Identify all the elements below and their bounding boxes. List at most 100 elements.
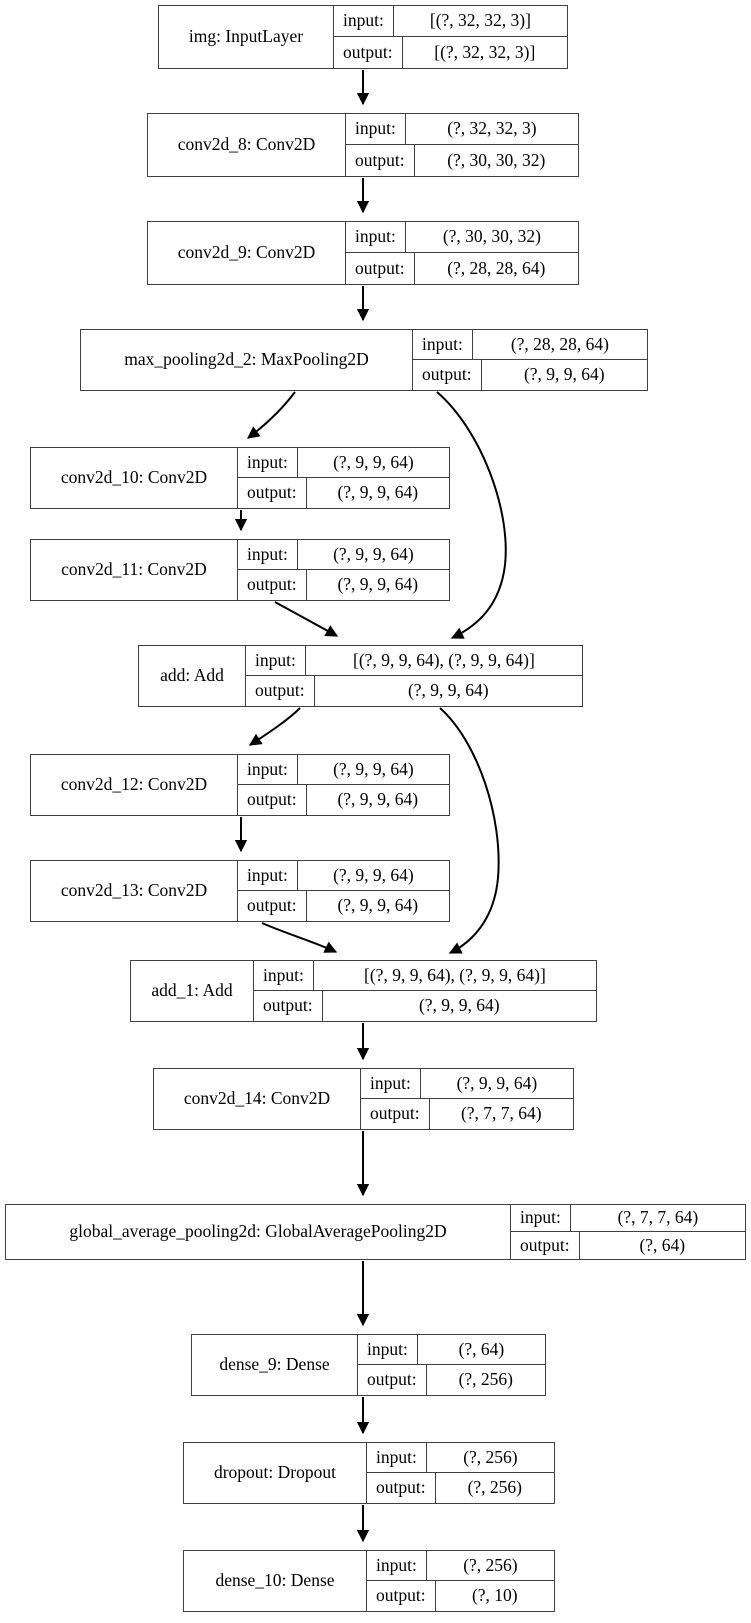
layer-node-io-table: input:(?, 32, 32, 3)output:(?, 30, 30, 3… xyxy=(345,114,578,176)
io-value-input: (?, 256) xyxy=(463,1554,518,1575)
io-row-input: input:(?, 28, 28, 64) xyxy=(413,330,647,360)
io-row-output: output:(?, 28, 28, 64) xyxy=(346,253,578,284)
layer-node-title: conv2d_8: Conv2D xyxy=(177,134,316,155)
io-label-input: input: xyxy=(413,330,473,359)
layer-node-title: dense_9: Dense xyxy=(219,1354,330,1375)
io-label-input: input: xyxy=(246,646,306,675)
io-value-output: (?, 256) xyxy=(467,1477,523,1498)
io-value-output: (?, 9, 9, 64) xyxy=(337,574,419,595)
io-value-output: (?, 9, 9, 64) xyxy=(337,482,419,503)
io-row-input: input: (?, 256) xyxy=(367,1443,554,1473)
layer-node-title: max_pooling2d_2: MaxPooling2D xyxy=(124,349,369,370)
io-row-output: output:(?, 9, 9, 64) xyxy=(238,785,449,815)
layer-node-max_pooling2d_2[interactable]: max_pooling2d_2: MaxPooling2D input:(?, 2… xyxy=(80,329,648,391)
io-row-output: output:(?, 64) xyxy=(511,1232,745,1259)
io-row-input: input: (?, 9, 9, 64) xyxy=(238,540,449,570)
edge-conv2d_11-to-add xyxy=(274,601,339,637)
io-value-output: (?, 10) xyxy=(471,1585,518,1606)
layer-node-title: conv2d_10: Conv2D xyxy=(60,467,208,488)
io-row-output: output: (?, 9, 9, 64) xyxy=(246,676,582,706)
io-label-input: input: xyxy=(238,540,298,569)
io-value-input: (?, 256) xyxy=(463,1446,518,1467)
io-label-input: input: xyxy=(238,861,298,890)
io-row-output: output: (?, 9, 9, 64) xyxy=(238,570,449,600)
io-row-output: output:(?, 256) xyxy=(358,1365,545,1395)
layer-node-title: img: InputLayer xyxy=(188,26,304,47)
layer-node-title: conv2d_12: Conv2D xyxy=(60,774,208,795)
io-label-output: output: xyxy=(367,1473,436,1503)
io-label-input: input: xyxy=(367,1443,427,1472)
io-row-input: input:(?, 9, 9, 64) xyxy=(238,448,449,478)
io-value-input: (?, 30, 30, 32) xyxy=(442,226,542,247)
layer-node-io-table: input: (?, 256) output: (?, 10) xyxy=(366,1551,554,1611)
layer-node-io-table: input: (?, 7, 7, 64) output:(?, 64) xyxy=(510,1205,745,1259)
io-value-output: [(?, 32, 32, 3)] xyxy=(434,41,536,62)
layer-node-io-table: input:[(?, 9, 9, 64), (?, 9, 9, 64)]outp… xyxy=(253,961,596,1021)
layer-node-io-table: input: (?, 9, 9, 64)output:(?, 9, 9, 64) xyxy=(237,861,449,921)
io-label-output: output: xyxy=(346,145,415,176)
io-label-input: input: xyxy=(238,448,298,477)
io-value-input: (?, 9, 9, 64) xyxy=(456,1072,538,1093)
io-label-input: input: xyxy=(511,1205,571,1231)
layer-node-title: add: Add xyxy=(160,665,224,686)
io-label-input: input: xyxy=(346,114,406,144)
io-label-output: output: xyxy=(361,1099,430,1129)
io-label-output: output: xyxy=(246,676,315,706)
layer-node-io-table: input:[(?, 32, 32, 3)]output: [(?, 32, 32… xyxy=(333,6,567,68)
io-row-input: input:[(?, 32, 32, 3)] xyxy=(334,6,567,37)
layer-node-io-table: input:(?, 30, 30, 32)output:(?, 28, 28, … xyxy=(345,222,578,284)
io-value-input: (?, 7, 7, 64) xyxy=(617,1207,699,1228)
io-label-input: input: xyxy=(367,1551,427,1580)
layer-node-global_average_pooling2d[interactable]: global_average_pooling2d: GlobalAverageP… xyxy=(5,1204,746,1260)
io-row-output: output:(?, 9, 9, 64) xyxy=(238,891,449,921)
layer-node-title: add_1: Add xyxy=(151,980,233,1001)
layer-node-conv2d_8[interactable]: conv2d_8: Conv2D input:(?, 32, 32, 3)outp… xyxy=(147,113,579,177)
io-value-output: (?, 9, 9, 64) xyxy=(337,895,419,916)
io-value-output: (?, 9, 9, 64) xyxy=(418,995,500,1016)
io-value-input: (?, 9, 9, 64) xyxy=(333,758,414,779)
io-row-input: input:[(?, 9, 9, 64), (?, 9, 9, 64)] xyxy=(254,961,596,991)
io-row-output: output:(?, 9, 9, 64) xyxy=(413,360,647,390)
io-value-input: [(?, 32, 32, 3)] xyxy=(429,10,531,31)
io-row-output: output: [(?, 32, 32, 3)] xyxy=(334,37,567,68)
layer-node-io-table: input:(?, 28, 28, 64)output:(?, 9, 9, 64… xyxy=(412,330,647,390)
layer-node-title: global_average_pooling2d: GlobalAverageP… xyxy=(69,1221,447,1242)
layer-node-conv2d_9[interactable]: conv2d_9: Conv2D input:(?, 30, 30, 32)out… xyxy=(147,221,579,285)
io-label-output: output: xyxy=(238,570,307,600)
io-row-output: output: (?, 256) xyxy=(367,1473,554,1503)
layer-node-io-table: input:(?, 9, 9, 64)output:(?, 7, 7, 64) xyxy=(360,1069,573,1129)
edge-conv2d_13-to-add_1 xyxy=(261,922,338,953)
io-label-input: input: xyxy=(358,1335,418,1364)
io-label-output: output: xyxy=(238,785,307,815)
io-value-output: (?, 64) xyxy=(639,1234,686,1255)
layer-node-title: conv2d_14: Conv2D xyxy=(183,1088,331,1109)
io-row-input: input: (?, 256) xyxy=(367,1551,554,1581)
io-label-output: output: xyxy=(367,1581,436,1611)
io-row-input: input:(?, 30, 30, 32) xyxy=(346,222,578,253)
layer-node-img[interactable]: img: InputLayer input:[(?, 32, 32, 3)]out… xyxy=(158,5,568,69)
layer-node-io-table: input: (?, 9, 9, 64) output: (?, 9, 9, 64) xyxy=(237,540,449,600)
io-row-output: output:(?, 9, 9, 64) xyxy=(254,991,596,1021)
layer-node-add_1[interactable]: add_1: Add input:[(?, 9, 9, 64), (?, 9, 9… xyxy=(130,960,597,1022)
io-value-output: (?, 9, 9, 64) xyxy=(407,680,489,701)
layer-node-io-table: input: (?, 256) output: (?, 256) xyxy=(366,1443,554,1503)
layer-node-conv2d_14[interactable]: conv2d_14: Conv2D input: (?, 9, 9, 64) outp… xyxy=(153,1068,574,1130)
io-value-input: (?, 9, 9, 64) xyxy=(333,543,414,564)
io-row-output: output: (?, 30, 30, 32) xyxy=(346,145,578,176)
io-label-input: input: xyxy=(254,961,314,990)
io-label-output: output: xyxy=(334,37,403,68)
io-label-input: input: xyxy=(361,1069,421,1098)
layer-node-title: conv2d_9: Conv2D xyxy=(177,242,316,263)
io-value-output: (?, 30, 30, 32) xyxy=(447,149,546,170)
layer-node-title: conv2d_11: Conv2D xyxy=(61,559,207,580)
io-label-output: output: xyxy=(358,1365,427,1395)
